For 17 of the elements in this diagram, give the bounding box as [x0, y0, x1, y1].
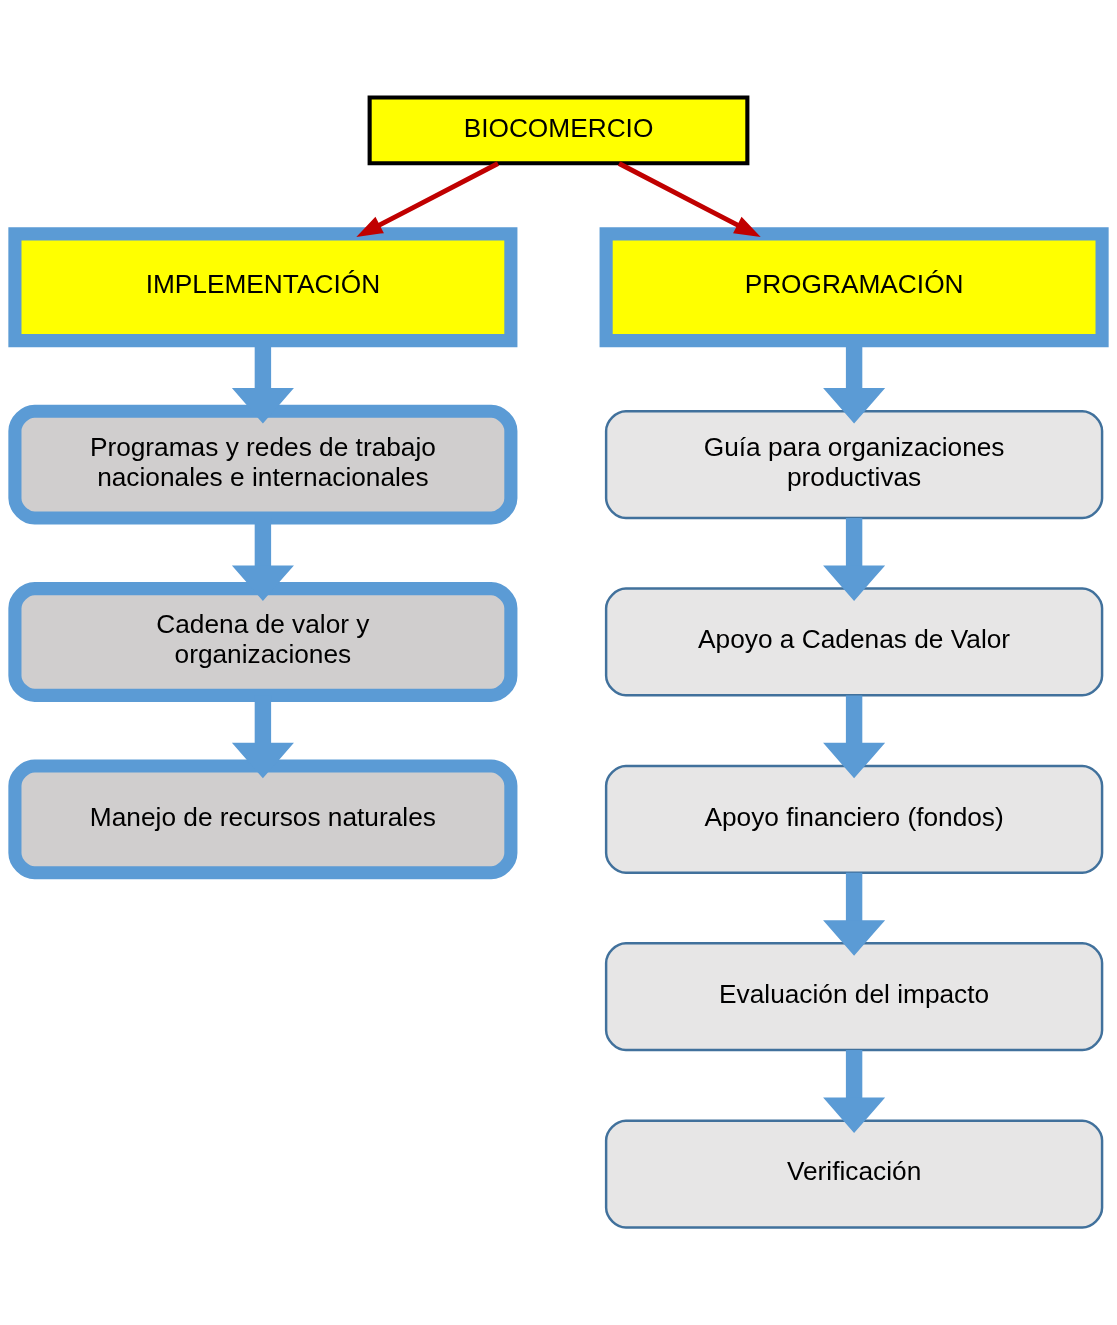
- node-box: Manejo de recursos naturales: [8, 759, 518, 880]
- node-box: Apoyo a Cadenas de Valor: [604, 587, 1104, 697]
- arrow: [617, 161, 761, 238]
- arrow: [823, 1050, 886, 1133]
- node-box: PROGRAMACIÓN: [599, 227, 1109, 348]
- arrow: [356, 161, 500, 238]
- node-box: Programas y redes de trabajo nacionales e internacionales: [8, 404, 518, 525]
- node-box: Evaluación del impacto: [604, 942, 1104, 1052]
- node-box: Verificación: [604, 1119, 1104, 1229]
- arrow: [823, 695, 886, 779]
- arrow: [823, 872, 886, 956]
- node-box: BIOCOMERCIO: [367, 95, 750, 166]
- node-box: Guía para organizaciones productivas: [604, 410, 1104, 520]
- node-box: Apoyo financiero (fondos): [604, 764, 1104, 874]
- node-box: Cadena de valor y organizaciones: [8, 582, 518, 702]
- arrow: [823, 518, 886, 601]
- node-box: IMPLEMENTACIÓN: [8, 227, 518, 348]
